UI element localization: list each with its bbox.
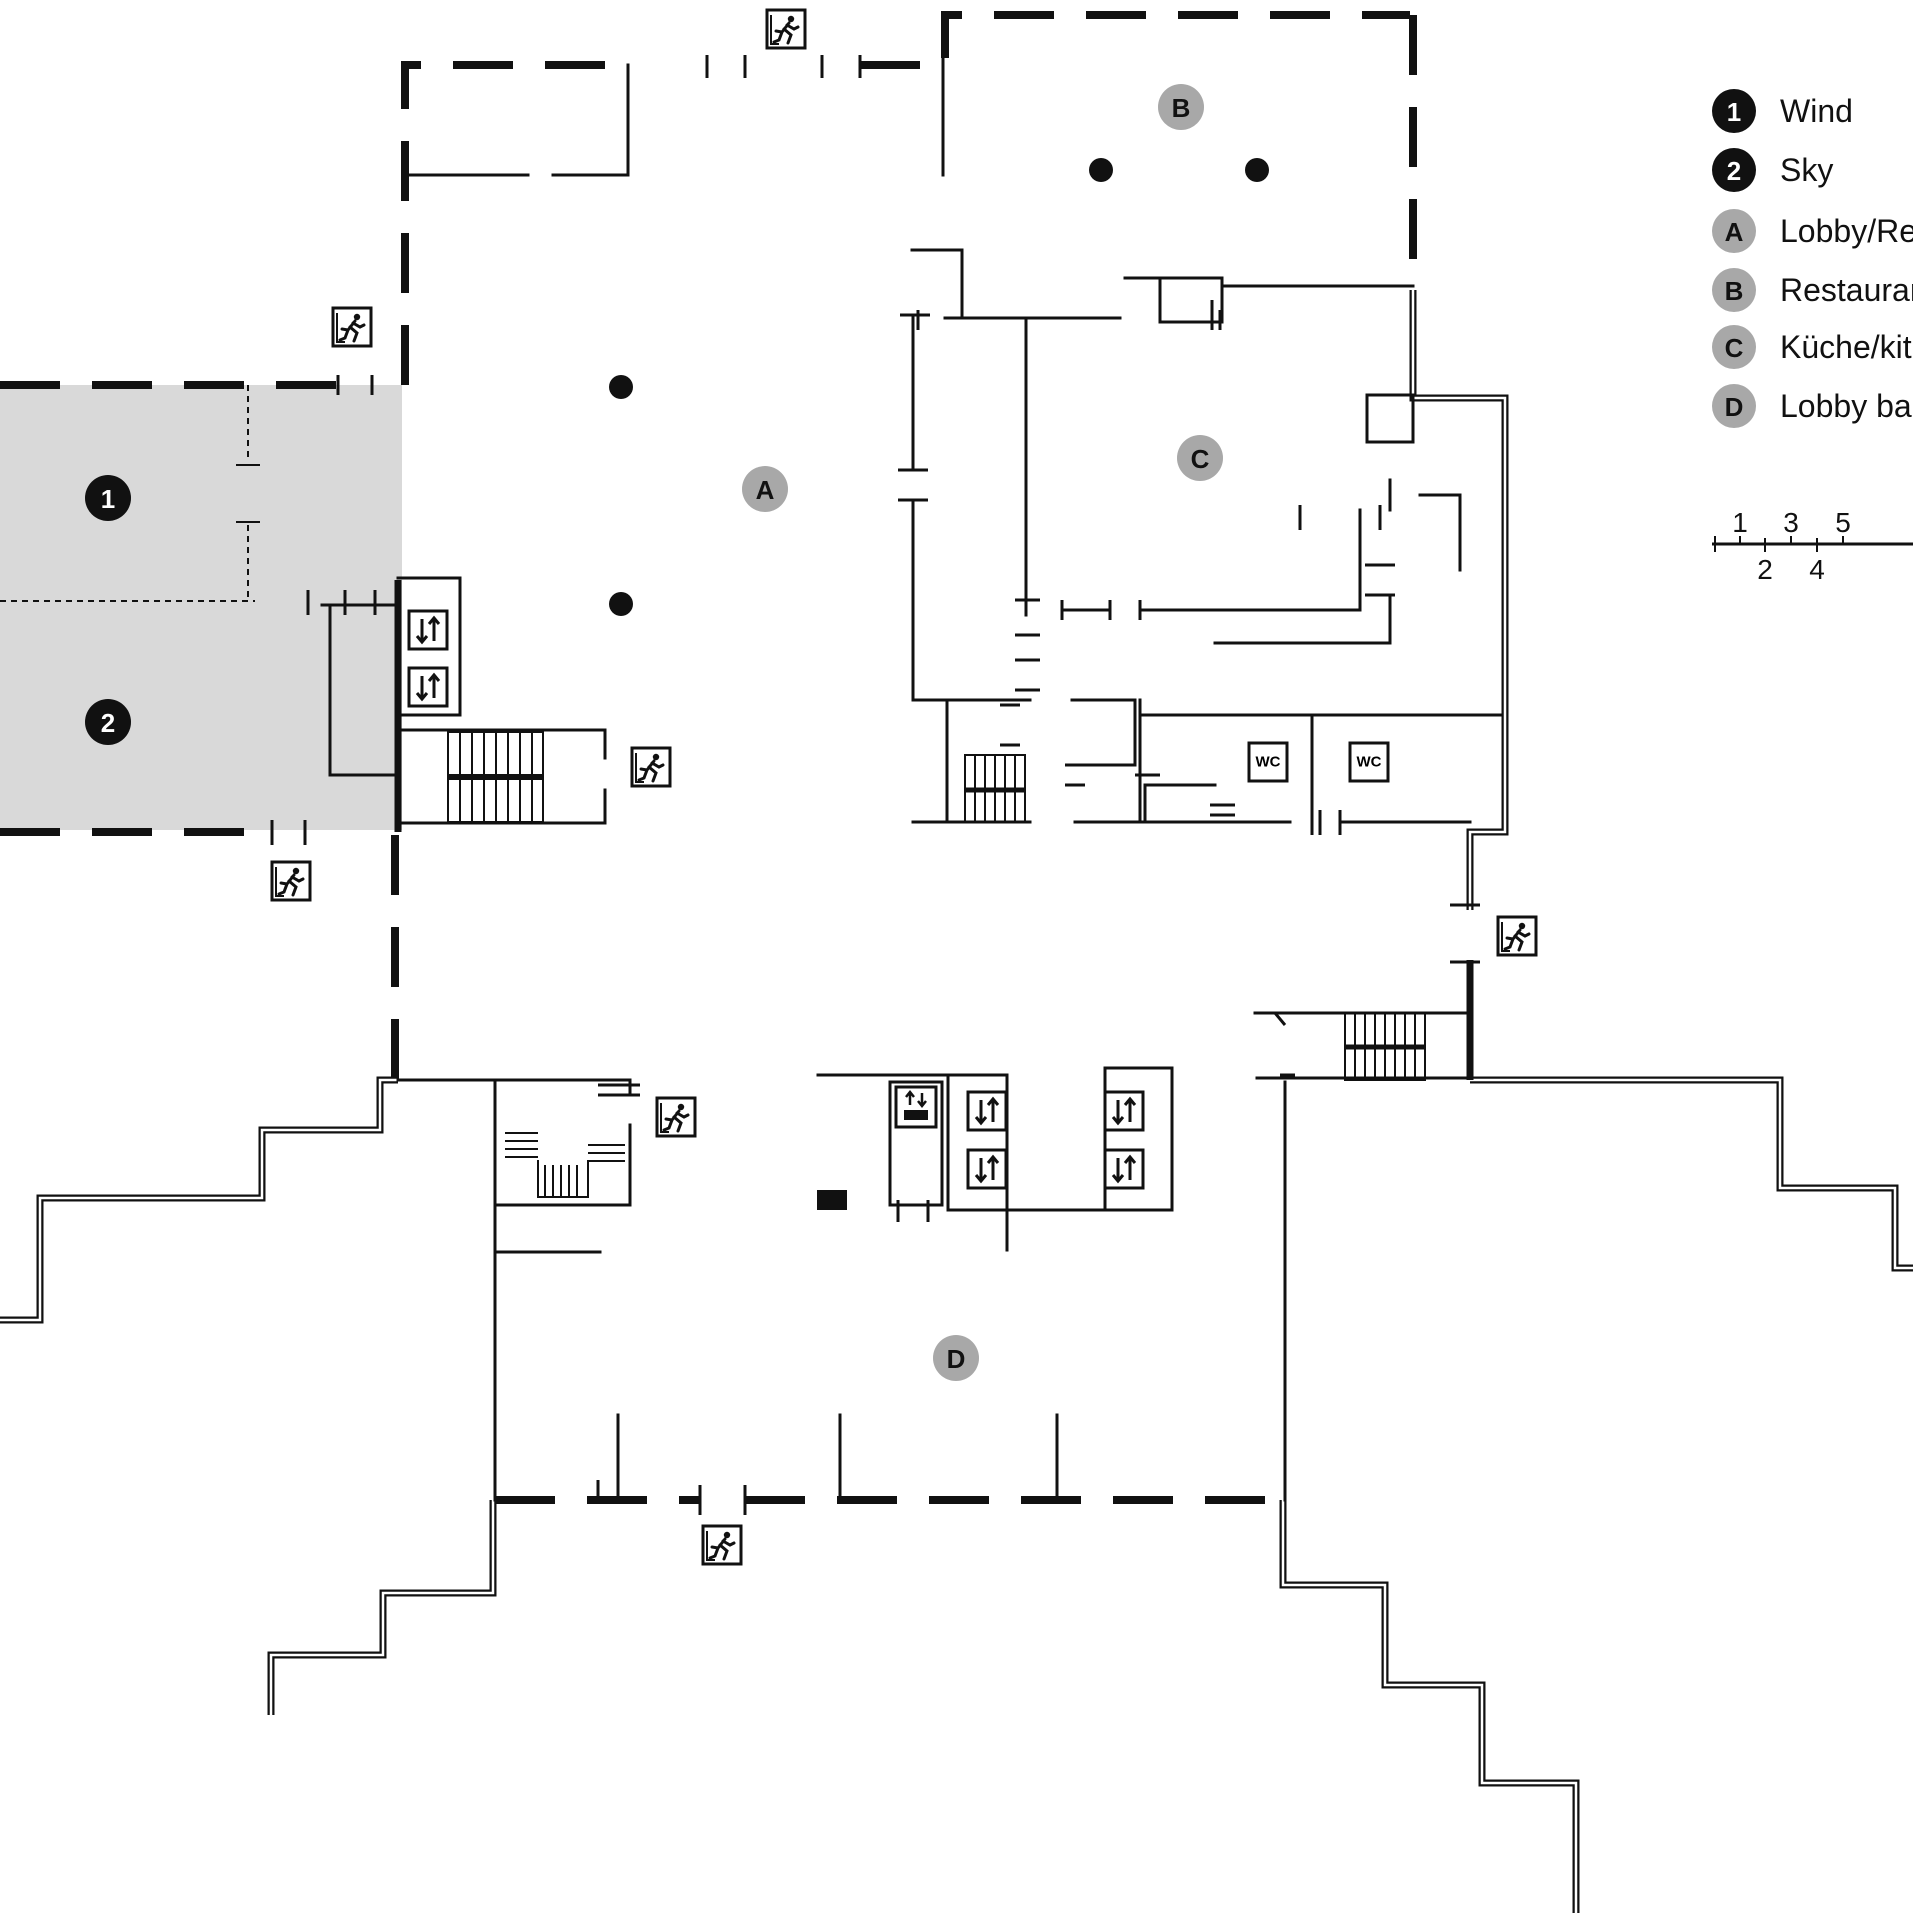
elevator-icon — [407, 609, 449, 651]
legend: 1 Wind 2 Sky A Lobby/Re B Restauran C Kü… — [1712, 89, 1913, 428]
legend-item-wind: 1 Wind — [1712, 89, 1853, 133]
legend-item-lobby-bar: D Lobby bar — [1712, 384, 1913, 428]
emergency-exit-icon — [765, 8, 807, 50]
svg-text:WC: WC — [1256, 754, 1281, 771]
svg-text:WC: WC — [1357, 754, 1382, 771]
svg-text:B: B — [1172, 93, 1191, 123]
interior-walls — [320, 13, 1502, 1502]
wc-sign: WC — [1348, 741, 1390, 783]
conference-area — [0, 385, 402, 830]
room-marker-lobby-bar: D — [933, 1335, 979, 1381]
staircase-kitchen — [964, 754, 1026, 823]
emergency-exit-icon — [630, 746, 672, 788]
svg-text:B: B — [1725, 276, 1744, 306]
elevator-icon — [1103, 1148, 1145, 1190]
terrace-walls — [0, 290, 1913, 1913]
elevator-icon — [407, 666, 449, 708]
legend-item-lobby: A Lobby/Re — [1712, 209, 1913, 253]
scale-bar: 1 3 5 2 4 — [1712, 507, 1913, 585]
scale-label: 2 — [1757, 554, 1773, 585]
svg-text:Restauran: Restauran — [1780, 272, 1913, 308]
elevator-icon — [1103, 1090, 1145, 1132]
scale-label: 5 — [1835, 507, 1851, 538]
emergency-exit-icon — [331, 306, 373, 348]
svg-text:2: 2 — [101, 708, 115, 738]
emergency-exit-icon — [270, 860, 312, 902]
svg-text:Küche/kitc: Küche/kitc — [1780, 329, 1913, 365]
emergency-exit-icon — [1496, 915, 1538, 957]
movable-partitions — [0, 385, 260, 602]
svg-text:Lobby/Re: Lobby/Re — [1780, 213, 1913, 249]
scale-label: 1 — [1732, 507, 1748, 538]
staircase-bar — [505, 1132, 625, 1198]
room-marker-lobby: A — [742, 466, 788, 512]
staircase-east — [1344, 1012, 1426, 1081]
svg-text:Wind: Wind — [1780, 93, 1853, 129]
emergency-exit-icon — [701, 1524, 743, 1566]
elevator-icon — [966, 1148, 1008, 1190]
legend-item-sky: 2 Sky — [1712, 148, 1833, 192]
elevator-icon — [966, 1090, 1008, 1132]
svg-text:A: A — [756, 475, 775, 505]
svg-text:Lobby bar: Lobby bar — [1780, 388, 1913, 424]
svg-text:Sky: Sky — [1780, 152, 1833, 188]
svg-text:1: 1 — [1727, 97, 1741, 127]
svg-text:C: C — [1725, 333, 1744, 363]
svg-text:2: 2 — [1727, 156, 1741, 186]
room-marker-sky: 2 — [85, 699, 131, 745]
svg-text:C: C — [1191, 444, 1210, 474]
svg-text:1: 1 — [101, 484, 115, 514]
room-marker-restaurant: B — [1158, 84, 1204, 130]
bar-counter — [817, 1190, 847, 1210]
columns — [609, 158, 1269, 616]
door-jambs — [270, 55, 1480, 1515]
legend-item-restaurant: B Restauran — [1712, 268, 1913, 312]
legend-item-kitchen: C Küche/kitc — [1712, 325, 1913, 369]
facade-glazing — [0, 11, 1417, 1504]
room-marker-kitchen: C — [1177, 435, 1223, 481]
staircase-west — [447, 731, 544, 823]
emergency-exit-icon — [655, 1096, 697, 1138]
scale-label: 4 — [1809, 554, 1825, 585]
freight-elevator-icon — [894, 1085, 938, 1129]
svg-text:D: D — [1725, 392, 1744, 422]
svg-text:D: D — [947, 1344, 966, 1374]
room-marker-wind: 1 — [85, 475, 131, 521]
wc-sign: WC — [1247, 741, 1289, 783]
svg-text:A: A — [1725, 217, 1744, 247]
scale-label: 3 — [1783, 507, 1799, 538]
